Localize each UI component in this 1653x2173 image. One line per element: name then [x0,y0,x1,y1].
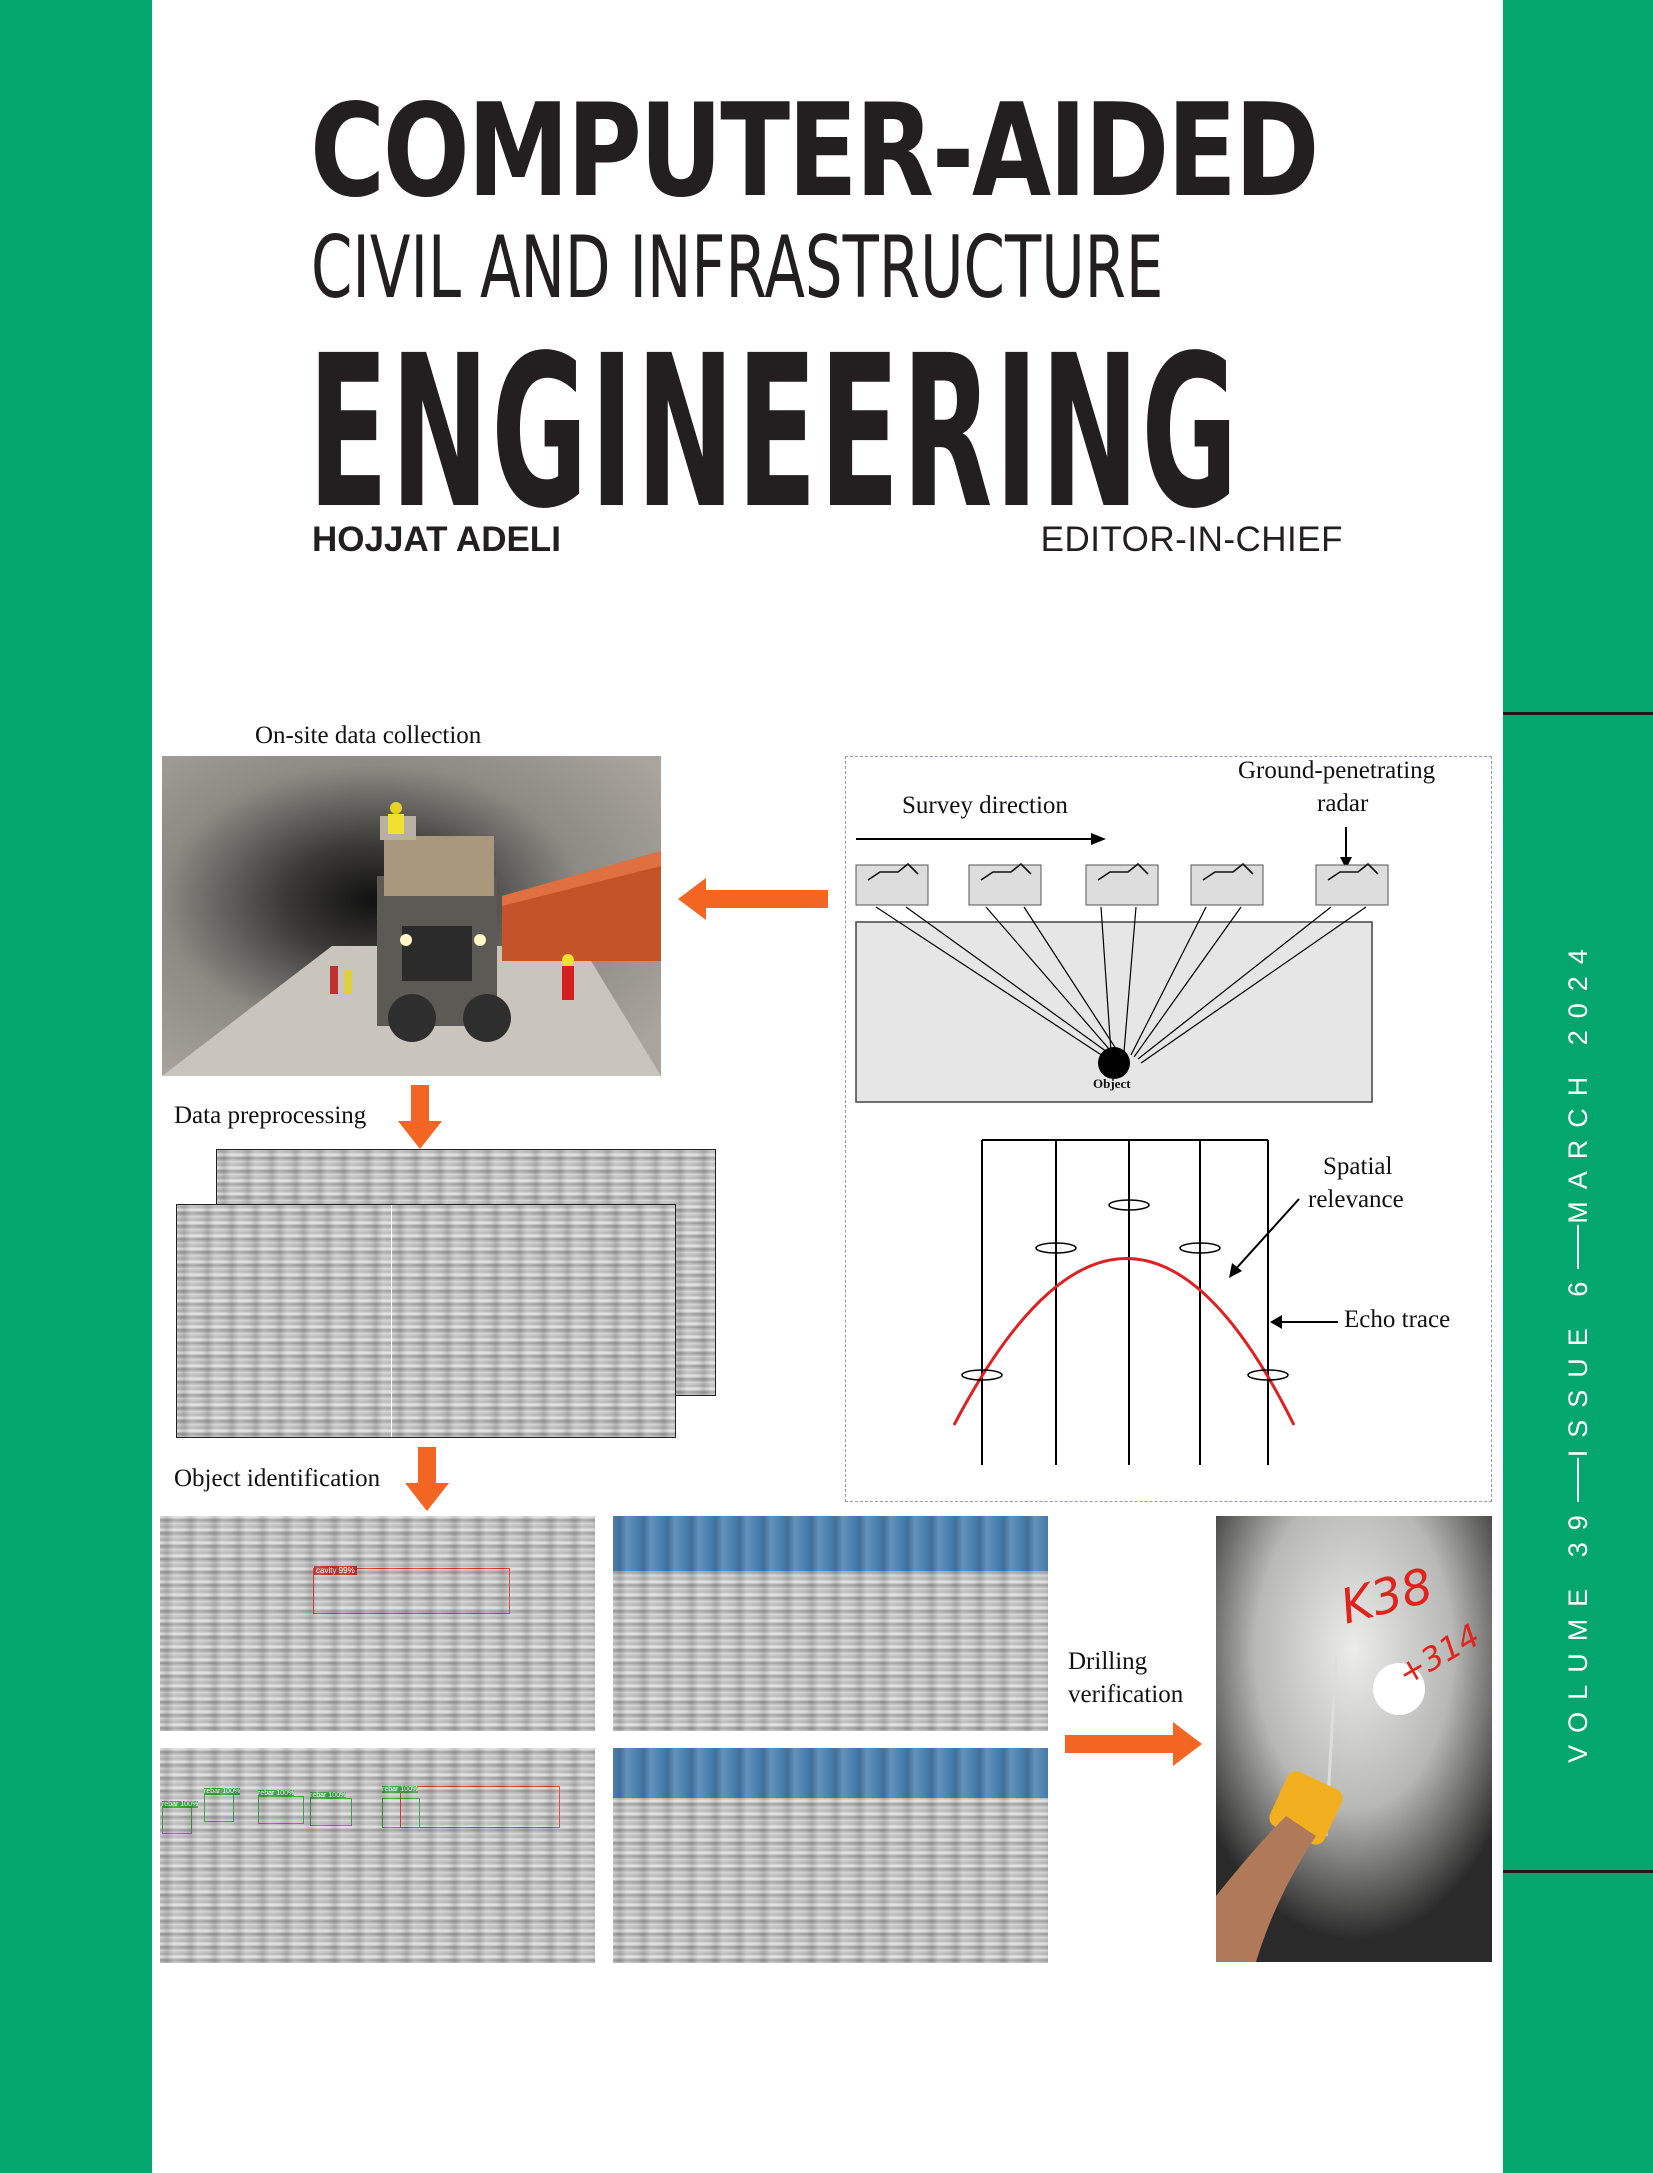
drilling-illustration: K38 +314 [1216,1516,1492,1962]
tunnel-illustration [162,756,661,1076]
editor-role: EDITOR-IN-CHIEF [1040,520,1343,559]
detection-box [400,1786,560,1828]
detection-box [204,1794,234,1822]
spatial-label-line2: relevance [1308,1186,1404,1213]
editor-name: HOJJAT ADELI [312,520,561,559]
spine-rule-bottom [1503,1870,1653,1873]
detection-box [258,1796,304,1824]
preprocess-caption: Data preprocessing [174,1102,367,1129]
detection-box [382,1798,420,1828]
detection-box [162,1806,192,1834]
detection-label: rebar 100% [162,1801,199,1808]
spatial-label-line1: Spatial [1323,1153,1393,1180]
segmentation-result-bottom [613,1748,1048,1963]
journal-title-line3: ENGINEERING [308,310,1241,555]
detection-label: rebar 100% [258,1790,295,1797]
right-spine-band [1503,0,1653,2173]
spine-issue: ISSUE 6 [1562,1269,1593,1458]
spine-rule-top [1503,712,1653,715]
identification-caption: Object identification [174,1465,381,1492]
drilling-caption-line2: verification [1068,1681,1184,1708]
detection-label: cavity 99% [314,1566,357,1575]
detection-result-bottom: rebar 100% rebar 100% rebar 100% rebar 1… [160,1748,595,1963]
gpr-schematic [855,827,1389,1465]
survey-direction-label: Survey direction [902,792,1068,819]
journal-title-line1: COMPUTER-AIDED [310,77,1320,226]
echo-trace-label: Echo trace [1344,1306,1451,1333]
onsite-caption: On-site data collection [255,722,482,749]
detection-box [313,1568,510,1614]
journal-title-line2: CIVIL AND INFRASTRUCTURE [311,218,1164,318]
drilling-photo: K38 +314 [1216,1516,1492,1962]
spine-volume: VOLUME 39 [1562,1503,1593,1763]
object-label: Object [1093,1076,1131,1091]
gpr-label-line2: radar [1317,790,1369,817]
detection-label: rebar 100% [204,1788,241,1795]
arrow-right-icon [1065,1722,1202,1766]
left-color-band [0,0,152,2173]
arrow-down-icon [405,1447,449,1511]
segmentation-mask [613,1516,1048,1571]
spine-separator [1577,1224,1579,1269]
detection-label: rebar 100% [382,1786,419,1793]
spine-issue-info: VOLUME 39 ISSUE 6 MARCH 2024 [1556,937,1600,1763]
arrow-down-icon [398,1085,442,1149]
radargram-front [176,1204,676,1438]
spine-date: MARCH 2024 [1562,937,1593,1224]
tunnel-photo [162,756,661,1076]
drilling-caption-line1: Drilling [1068,1648,1148,1675]
arrow-left-icon [678,878,828,920]
detection-box [310,1798,352,1826]
gpr-label-line1: Ground-penetrating [1238,757,1436,784]
detection-result-top: cavity 99% [160,1516,595,1731]
radargram-divider [391,1205,392,1437]
gpr-principle-panel [845,756,1492,1502]
segmentation-mask [613,1748,1048,1798]
detection-label: rebar 100% [310,1792,347,1799]
segmentation-result-top [613,1516,1048,1731]
spine-separator [1577,1458,1579,1503]
